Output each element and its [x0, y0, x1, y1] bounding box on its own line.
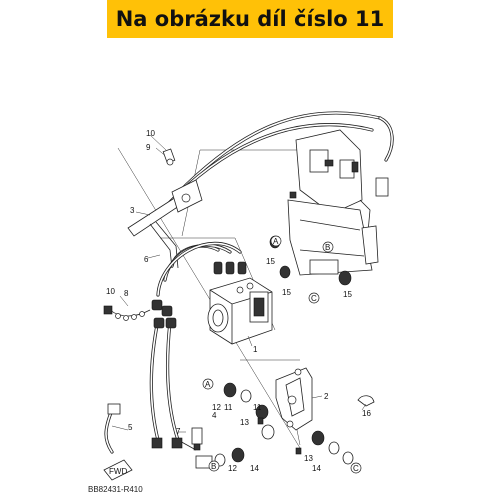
callout-2: 2 — [324, 392, 329, 401]
callout-8: 8 — [124, 289, 129, 298]
callout-13-b: 13 — [240, 418, 249, 427]
abs-hoses — [149, 241, 242, 442]
callout-11-b: 11 — [253, 403, 262, 412]
marker-a-circle-2 — [202, 378, 214, 390]
marker-a-2: A — [205, 380, 211, 389]
callout-9: 9 — [146, 143, 151, 152]
fwd-label: FWD — [109, 467, 127, 476]
callout-1: 1 — [253, 345, 258, 354]
bleed-fitting-chain — [103, 305, 151, 321]
callout-15-b: 15 — [282, 288, 291, 297]
callout-4: 4 — [212, 411, 217, 420]
callout-5: 5 — [128, 423, 133, 432]
callout-16: 16 — [362, 409, 371, 418]
callout-14-b: 14 — [312, 464, 321, 473]
diagram-code: BB82431-R410 — [88, 485, 143, 494]
hose-clip — [357, 395, 375, 407]
callout-12-a: 12 — [212, 403, 221, 412]
lower-hose-fittings — [151, 427, 213, 469]
abs-hydraulic-unit — [207, 277, 273, 345]
part-number-banner: Na obrázku díl číslo 11 — [107, 0, 393, 38]
callout-15-a: 15 — [266, 257, 275, 266]
marker-c-2: C — [353, 464, 359, 473]
marker-a-circle-1 — [270, 235, 282, 247]
banjo-bolt-top — [149, 134, 176, 166]
marker-a-1: A — [273, 237, 279, 246]
marker-c-1: C — [311, 294, 317, 303]
callout-13-a: 13 — [304, 454, 313, 463]
callout-7: 7 — [176, 427, 181, 436]
banner-title: Na obrázku díl číslo 11 — [115, 7, 385, 31]
abs-mounting-bracket — [287, 129, 389, 276]
brake-pipe-lower-left — [104, 403, 121, 454]
hose-junction-bracket — [127, 179, 203, 269]
callout-11-a: 11 — [224, 403, 233, 412]
lower-bracket — [275, 367, 313, 431]
callout-6: 6 — [144, 255, 149, 264]
callout-15-c: 15 — [343, 290, 352, 299]
forward-direction-arrow: FWD — [103, 459, 133, 481]
callout-10-left: 10 — [106, 287, 115, 296]
marker-b-2: B — [211, 462, 216, 471]
reference-markers: A B C A B C — [202, 235, 362, 474]
callout-numbers: 1 2 3 4 5 6 7 8 9 10 10 11 11 12 12 13 1… — [106, 129, 371, 473]
marker-c-circle-1 — [308, 292, 320, 304]
marker-b-circle-1 — [322, 241, 334, 253]
hose-fittings — [151, 261, 247, 329]
marker-b-1: B — [325, 243, 330, 252]
marker-c-circle-2 — [350, 462, 362, 474]
damper-collars — [214, 382, 354, 467]
callout-leaders — [111, 211, 367, 433]
callout-12-b: 12 — [228, 464, 237, 473]
callout-14-a: 14 — [250, 464, 259, 473]
marker-b-circle-2 — [208, 460, 220, 472]
callout-10-top: 10 — [146, 129, 155, 138]
callout-3: 3 — [130, 206, 135, 215]
